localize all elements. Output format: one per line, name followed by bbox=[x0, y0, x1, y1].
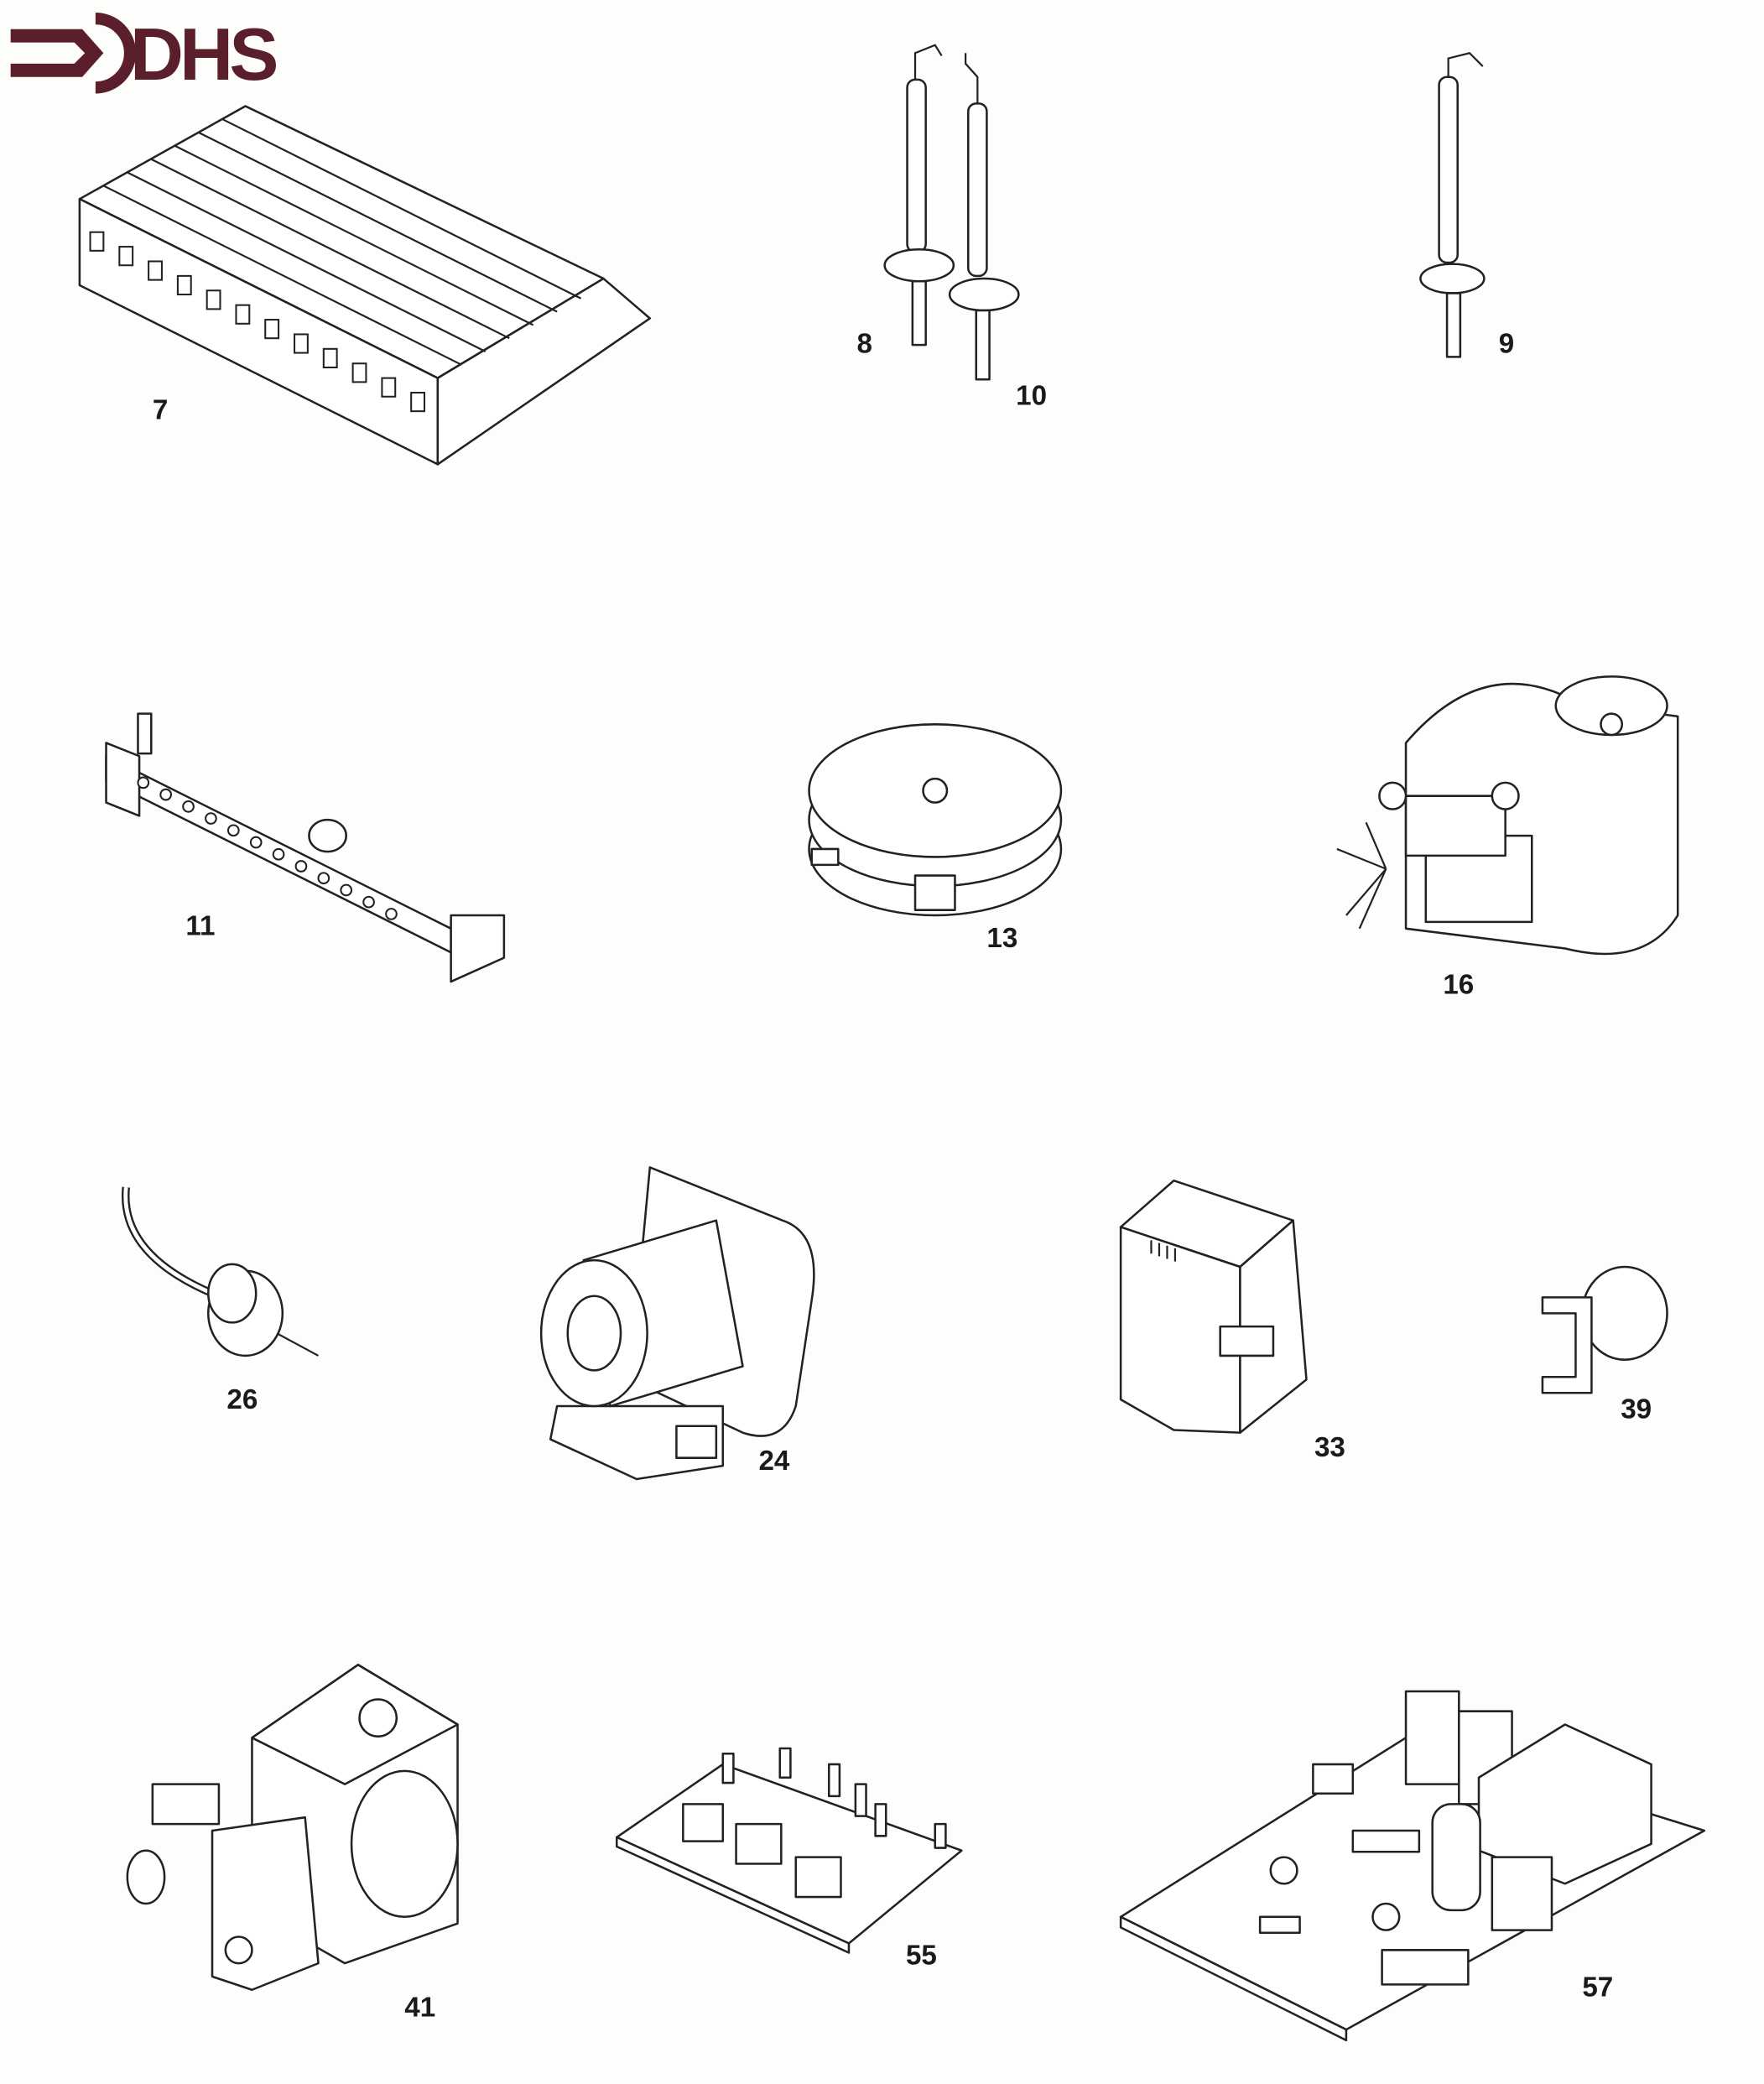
thermostat-clip-illustration bbox=[1541, 1265, 1668, 1394]
part-label-24: 24 bbox=[758, 1446, 789, 1477]
air-pressure-switch-illustration bbox=[808, 723, 1063, 917]
part-label-13: 13 bbox=[986, 923, 1017, 954]
electrode-illustration bbox=[1419, 52, 1486, 358]
electrode-pair-illustration bbox=[883, 44, 1020, 381]
part-label-7: 7 bbox=[153, 395, 168, 426]
sensor-illustration bbox=[121, 1186, 320, 1357]
part-label-55: 55 bbox=[906, 1941, 937, 1972]
part-label-39: 39 bbox=[1621, 1394, 1652, 1425]
part-label-57: 57 bbox=[1582, 1972, 1613, 2003]
part-label-16: 16 bbox=[1443, 969, 1474, 1000]
injector-manifold-illustration bbox=[105, 712, 506, 983]
logo-text: DHS bbox=[130, 13, 276, 96]
part-label-8: 8 bbox=[856, 329, 872, 360]
dhs-logo: DHS bbox=[10, 13, 280, 96]
part-label-11: 11 bbox=[185, 911, 215, 942]
burner-illustration bbox=[78, 105, 652, 466]
pump-illustration bbox=[539, 1166, 815, 1481]
part-label-41: 41 bbox=[404, 1992, 435, 2023]
fan-illustration bbox=[1336, 675, 1679, 956]
part-label-9: 9 bbox=[1499, 329, 1514, 360]
control-pcb-illustration bbox=[616, 1747, 963, 1954]
actuator-illustration bbox=[1119, 1179, 1308, 1434]
part-label-10: 10 bbox=[1016, 380, 1047, 411]
part-label-26: 26 bbox=[226, 1384, 258, 1415]
gas-valve-illustration bbox=[126, 1664, 459, 1992]
part-label-33: 33 bbox=[1314, 1432, 1345, 1463]
main-pcb-illustration bbox=[1119, 1690, 1706, 2042]
